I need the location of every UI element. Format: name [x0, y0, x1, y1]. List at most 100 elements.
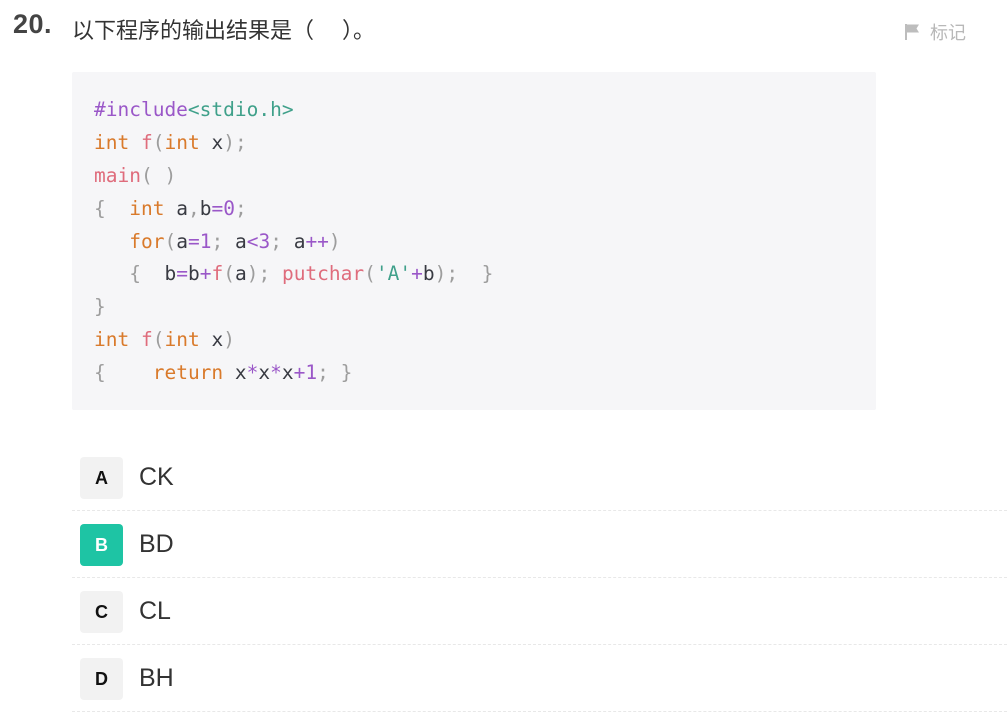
code-token: return [152, 361, 224, 385]
code-token: 'A' [375, 262, 412, 286]
question-number: 20. [13, 9, 53, 39]
code-line: for(a=1; a<3; a++) [94, 226, 493, 259]
code-token: int [94, 130, 130, 154]
code-token [106, 361, 153, 384]
code-token: ); [223, 130, 247, 154]
code-token: 3 [258, 229, 271, 253]
code-token [106, 197, 129, 220]
option-d[interactable]: D BH [72, 645, 1007, 712]
code-token: 1 [199, 229, 212, 253]
code-token: , [187, 196, 200, 220]
code-token: ; [317, 361, 329, 385]
option-letter: A [80, 457, 123, 499]
code-token: ( [364, 262, 376, 286]
code-token: a [176, 229, 188, 253]
code-block: #include<stdio.h>int f(int x);main( ){ i… [72, 72, 876, 410]
option-c[interactable]: C CL [72, 578, 1007, 645]
question-text: 以下程序的输出结果是（ ）。 [72, 19, 375, 44]
code-token: main [94, 163, 141, 187]
code-token: int [94, 328, 130, 352]
code-line: { int a,b=0; [94, 193, 493, 226]
code-token: { [129, 262, 141, 286]
code-token: for [129, 229, 165, 253]
option-letter: D [80, 658, 123, 700]
code-token: } [94, 295, 106, 319]
code-token: ( [152, 328, 165, 352]
code-token: #include [94, 98, 188, 121]
option-text: CL [139, 597, 171, 625]
code-token: b [140, 262, 177, 286]
code-token: x [281, 361, 294, 385]
code-token: b [422, 262, 435, 286]
code-token: ( [223, 262, 235, 286]
option-text: CK [139, 463, 174, 491]
code-token: { [94, 361, 106, 385]
code-token: int [129, 196, 165, 220]
code-token: f [211, 262, 224, 286]
code-token: ; [211, 229, 224, 253]
code-token: 1 [305, 361, 318, 385]
code-token: a [223, 229, 247, 253]
flag-icon [904, 23, 922, 41]
code-token: + [411, 262, 423, 286]
code-token: f [140, 130, 153, 154]
code-token: ; [270, 229, 282, 253]
code-token: x [199, 130, 224, 154]
code-token: ) [223, 328, 235, 352]
code-token: * [246, 361, 259, 385]
code-token: = [176, 262, 188, 286]
option-b[interactable]: B BD [72, 511, 1007, 578]
code-token: + [199, 262, 212, 286]
code-token [129, 328, 141, 351]
option-letter: C [80, 591, 123, 633]
code-line: { b=b+f(a); putchar('A'+b); } [94, 258, 493, 291]
code-token: ) [328, 229, 341, 253]
code-token: a [164, 196, 188, 220]
code-token: + [293, 361, 306, 385]
code-token: b [187, 262, 200, 286]
code-token [458, 262, 481, 285]
code-token [94, 262, 129, 285]
option-text: BD [139, 530, 174, 558]
code-line: main( ) [94, 160, 493, 193]
code-token [129, 131, 141, 154]
code-token: x [258, 361, 271, 385]
code-content: #include<stdio.h>int f(int x);main( ){ i… [94, 94, 493, 390]
option-letter: B [80, 524, 123, 566]
code-token: = [211, 196, 224, 220]
code-line: { return x*x*x+1; } [94, 357, 493, 390]
code-token: int [164, 328, 200, 352]
code-token: ); [246, 262, 271, 286]
code-line: #include<stdio.h> [94, 94, 493, 127]
option-a[interactable]: A CK [72, 444, 1007, 511]
code-token [270, 262, 282, 285]
code-token: { [94, 196, 106, 220]
code-token: ( [164, 229, 177, 253]
code-token: putchar [281, 262, 365, 286]
code-line: int f(int x) [94, 324, 493, 357]
mark-button[interactable]: 标记 [904, 19, 966, 45]
code-line: int f(int x); [94, 127, 493, 160]
code-token: } [481, 262, 494, 286]
code-token: < [246, 229, 259, 253]
code-token: ( ) [140, 163, 177, 187]
code-token: int [164, 130, 200, 154]
code-token [94, 230, 129, 253]
code-token: * [270, 361, 282, 385]
mark-label: 标记 [930, 23, 966, 44]
code-token: a [234, 262, 247, 286]
code-token: ); [434, 262, 459, 286]
options-list: A CK B BD C CL D BH [72, 444, 1007, 712]
code-token: b [199, 196, 212, 220]
code-token: ( [152, 130, 165, 154]
code-token: ; [234, 196, 247, 220]
code-line: } [94, 291, 493, 324]
option-text: BH [139, 664, 174, 692]
code-token: } [340, 361, 353, 385]
code-token: x [199, 328, 224, 352]
code-token: f [140, 328, 153, 352]
code-token: a [281, 229, 306, 253]
code-token: 0 [223, 196, 235, 220]
code-token [329, 361, 341, 384]
code-token: <stdio.h> [187, 98, 294, 121]
